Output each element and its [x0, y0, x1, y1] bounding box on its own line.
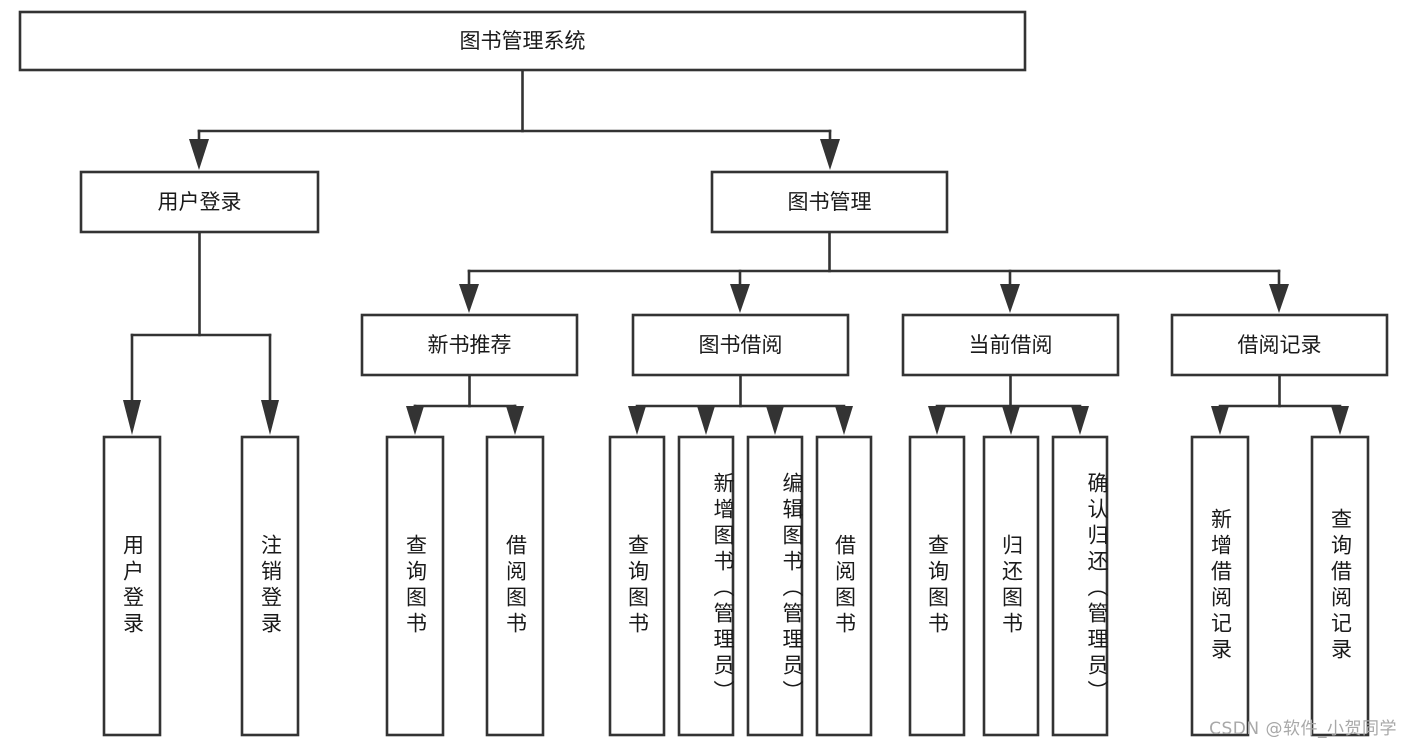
node-current-borrow-box[interactable]: [901, 313, 1120, 377]
node-borrow-record-box[interactable]: [1170, 313, 1389, 377]
arrow-head-book-borrow: [730, 284, 750, 313]
node-book-management-box[interactable]: [710, 170, 949, 234]
arrow-head-leaf-add-book: [697, 406, 715, 435]
node-current-borrow[interactable]: 当前借阅: [901, 313, 1120, 377]
arrow-head-leaf-user-login: [123, 400, 141, 435]
arrow-head-new-book-recommend: [459, 284, 479, 313]
leaf-box-query-book-borrow[interactable]: [608, 435, 666, 737]
arrow-head-leaf-borrow-book-rec: [506, 406, 524, 435]
arrow-head-leaf-borrow-book: [835, 406, 853, 435]
watermark-text: CSDN @软件_小贺同学: [1209, 719, 1397, 739]
leaf-box-confirm-return[interactable]: [1051, 435, 1109, 737]
node-book-management[interactable]: 图书管理: [710, 170, 949, 234]
leaf-box-user-login[interactable]: [102, 435, 162, 737]
arrow-head-leaf-query-book-rec: [406, 406, 424, 435]
node-new-book-recommend-box[interactable]: [360, 313, 579, 377]
arrow-head-current-borrow: [1000, 284, 1020, 313]
node-new-book-recommend-label: 新书推荐: [428, 333, 512, 357]
leaf-box-group: [102, 435, 1370, 737]
arrow-head-leaf-add-borrow-record: [1211, 406, 1229, 435]
leaf-box-query-borrow-record[interactable]: [1310, 435, 1370, 737]
node-borrow-record-label: 借阅记录: [1238, 333, 1322, 357]
arrow-head-leaf-edit-book: [766, 406, 784, 435]
node-new-book-recommend[interactable]: 新书推荐: [360, 313, 579, 377]
node-user-login[interactable]: 用户登录: [79, 170, 320, 234]
node-root-box[interactable]: [18, 10, 1027, 72]
arrow-head-borrow-record: [1269, 284, 1289, 313]
arrow-head-leaf-confirm-return: [1071, 406, 1089, 435]
connector-group-current-borrow-children: [928, 373, 1089, 435]
connector-group-book-management-children: [459, 230, 1289, 313]
arrow-head-leaf-query-book-borrow: [628, 406, 646, 435]
node-book-borrow-box[interactable]: [631, 313, 850, 377]
leaf-box-return-book[interactable]: [982, 435, 1040, 737]
leaf-box-borrow-book[interactable]: [815, 435, 873, 737]
node-root[interactable]: 图书管理系统: [18, 10, 1027, 72]
connector-group-borrow-record-children: [1211, 373, 1349, 435]
leaf-box-query-book-rec[interactable]: [385, 435, 445, 737]
node-book-borrow-label: 图书借阅: [699, 333, 783, 357]
leaf-box-user-logout[interactable]: [240, 435, 300, 737]
node-current-borrow-label: 当前借阅: [969, 333, 1053, 357]
arrow-head-leaf-query-borrow-record: [1331, 406, 1349, 435]
node-user-login-box[interactable]: [79, 170, 320, 234]
arrow-head-book-management: [820, 139, 840, 170]
node-borrow-record[interactable]: 借阅记录: [1170, 313, 1389, 377]
leaf-box-borrow-book-rec[interactable]: [485, 435, 545, 737]
arrow-head-leaf-query-book-cur: [928, 406, 946, 435]
leaf-box-edit-book[interactable]: [746, 435, 804, 737]
leaf-box-add-book[interactable]: [677, 435, 735, 737]
connector-group-root-to-level1: [189, 68, 840, 170]
node-book-management-label: 图书管理: [788, 190, 872, 214]
node-user-login-label: 用户登录: [158, 190, 242, 214]
arrow-head-leaf-user-logout: [261, 400, 279, 435]
connector-group-user-login-children: [123, 230, 279, 435]
arrow-head-leaf-return-book: [1002, 406, 1020, 435]
node-root-label: 图书管理系统: [460, 29, 586, 53]
connector-group-new-book-recommend-children: [406, 373, 524, 435]
connector-group-book-borrow-children: [628, 373, 853, 435]
arrow-head-user-login: [189, 139, 209, 170]
node-book-borrow[interactable]: 图书借阅: [631, 313, 850, 377]
leaf-box-query-book-cur[interactable]: [908, 435, 966, 737]
leaf-box-add-borrow-record[interactable]: [1190, 435, 1250, 737]
